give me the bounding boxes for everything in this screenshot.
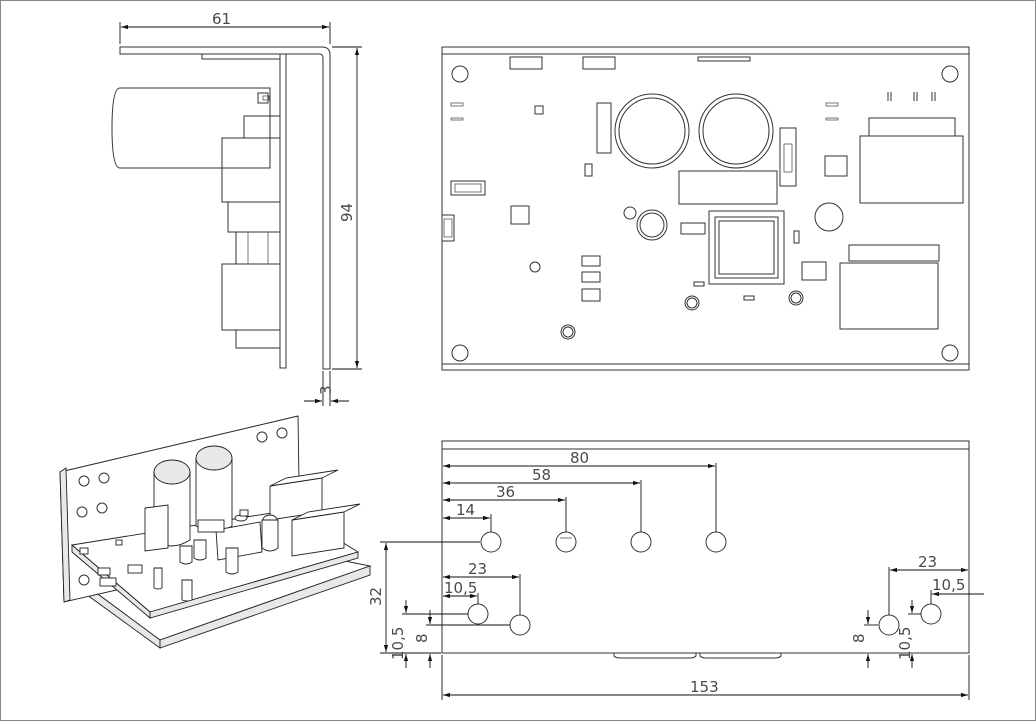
dim-left-10-5: 10,5 [444, 579, 477, 597]
dim-total-153: 153 [690, 678, 719, 696]
dim-right-10-5: 10,5 [932, 576, 965, 594]
dim-left-v-10-5: 10,5 [389, 627, 407, 660]
side-view: 61 94 3 [111, 10, 362, 406]
dim-side-height: 94 [338, 203, 356, 222]
dim-right-v-10-5: 10,5 [896, 627, 914, 660]
dim-hole-14: 14 [456, 501, 475, 519]
dim-height-32: 32 [367, 587, 385, 606]
dim-right-v-8: 8 [850, 633, 868, 643]
dim-hole-36: 36 [496, 483, 515, 501]
top-view [441, 46, 970, 371]
hole-layout-view: 80 58 36 14 32 23 10,5 10,5 8 [367, 440, 984, 700]
dim-right-23: 23 [918, 553, 937, 571]
dim-left-23: 23 [468, 560, 487, 578]
dim-side-width: 61 [212, 10, 231, 28]
isometric-view [59, 415, 372, 649]
dim-hole-80: 80 [570, 449, 589, 467]
dim-side-thickness: 3 [317, 385, 335, 395]
dim-left-v-8: 8 [413, 633, 431, 643]
dim-hole-58: 58 [532, 466, 551, 484]
